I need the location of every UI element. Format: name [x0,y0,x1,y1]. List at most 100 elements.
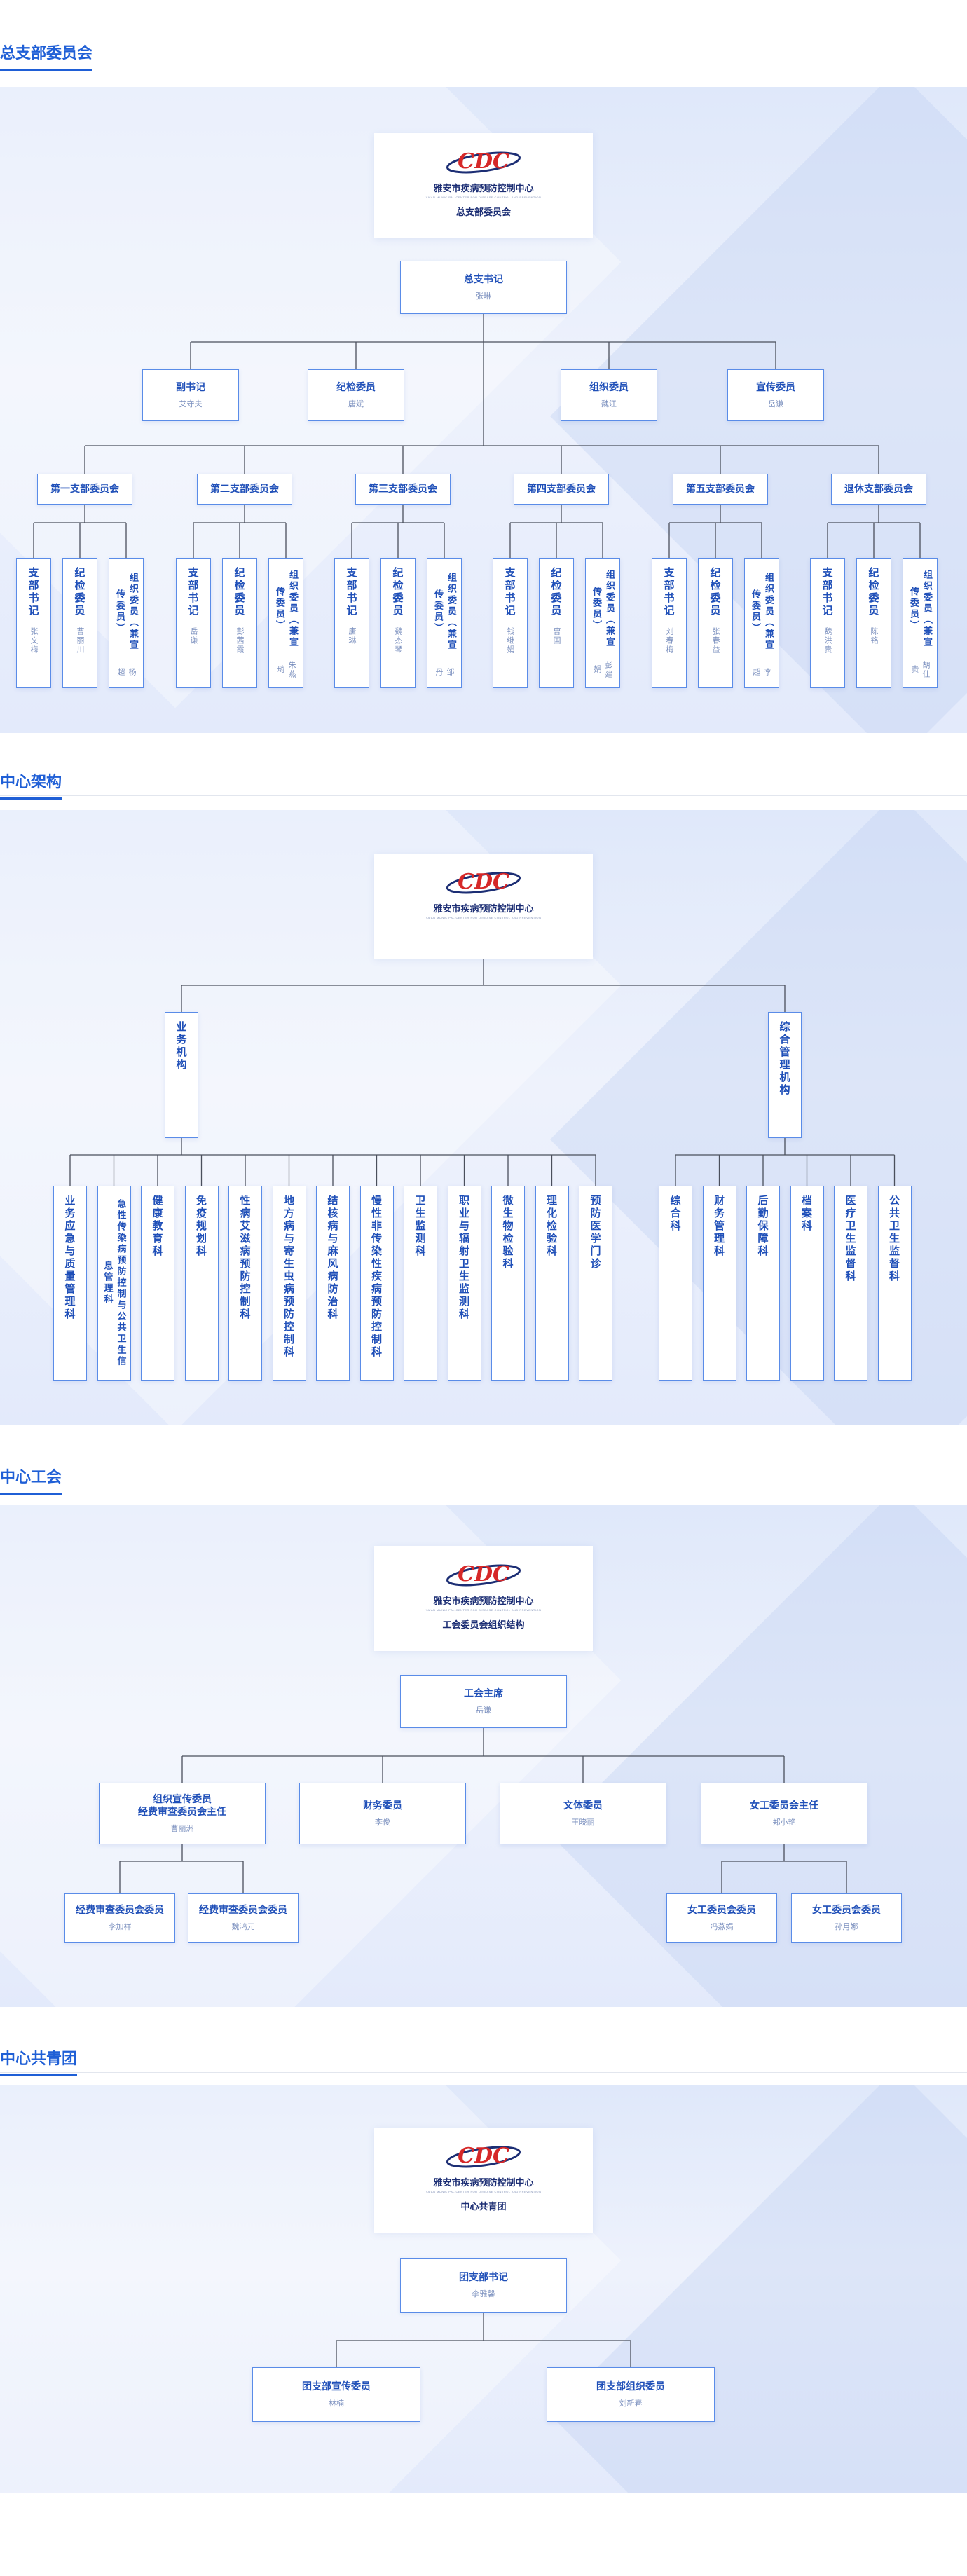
department-group-box[interactable]: 业务机构 [165,1012,198,1138]
person-name: 岳谦 [768,400,783,409]
org-name: 雅安市疾病预防控制中心 [433,184,534,194]
position-title: 组织委员 [589,381,629,393]
department-box[interactable]: 综合科 [659,1186,692,1381]
committee-member-box[interactable]: 团支部宣传委员林楠 [252,2367,420,2422]
department-box[interactable]: 职业与辐射卫生监测科 [447,1186,481,1381]
position-title: 文体委员 [563,1800,603,1811]
department-box[interactable]: 健康教育科 [141,1186,174,1381]
branch-committee-box[interactable]: 退休支部委员会 [831,474,926,505]
position-title: 支部书记 [503,567,516,617]
branch-committee-box[interactable]: 第五支部委员会 [673,474,768,505]
section-title: 中心工会 [0,1465,62,1495]
committee-member-box[interactable]: 组织委员魏江 [561,369,657,421]
branch-member-box[interactable]: 支部书记钱继娟 [493,558,528,688]
department-box[interactable]: 微生物检验科 [491,1186,525,1381]
position-title: 支部书记 [186,567,200,617]
person-name: 刘新春 [619,2399,643,2409]
branch-member-box[interactable]: 纪检委员魏杰琴 [380,558,416,688]
sub-committee-box[interactable]: 经费审查委员会委员李加祥 [64,1893,175,1943]
org-name-en: YA'AN MUNICIPAL CENTER FOR DISEASE CONTR… [425,916,542,919]
position-title: 组织宣传委员 [153,1793,212,1805]
root-position-box[interactable]: 总支书记张琳 [400,261,567,314]
branch-member-box[interactable]: 支部书记张文梅 [16,558,51,688]
position-title: 经费审查委员会委员 [76,1904,164,1916]
person-name: 张春益 [711,627,720,655]
cdc-logo-icon: CDC [446,2144,521,2168]
branch-member-box[interactable]: 支部书记唐琳 [334,558,369,688]
person-name: 王晓丽 [571,1818,595,1828]
committee-member-box[interactable]: 女工委员会主任郑小艳 [701,1783,867,1844]
committee-member-box[interactable]: 组织宣传委员经费审查委员会主任曹丽洲 [99,1783,266,1844]
position-title: 经费审查委员会主任 [138,1807,226,1818]
position-title: 财务管理科 [713,1195,725,1258]
org-name-en: YA'AN MUNICIPAL CENTER FOR DISEASE CONTR… [425,2190,542,2193]
section-header: 中心工会 [0,1460,967,1495]
branch-member-box[interactable]: 组织委员（兼宣传委员）邹丹 [427,558,462,688]
position-title: 第三支部委员会 [369,483,437,495]
branch-member-box[interactable]: 组织委员（兼宣传委员）李超 [744,558,779,688]
committee-member-box[interactable]: 副书记艾守夫 [142,369,239,421]
department-box[interactable]: 业务应急与质量管理科 [53,1186,87,1381]
department-box[interactable]: 理化检验科 [535,1186,569,1381]
position-title: 第一支部委员会 [50,483,119,495]
branch-member-box[interactable]: 支部书记岳谦 [176,558,211,688]
svg-text:CDC: CDC [458,2144,509,2168]
committee-member-box[interactable]: 团支部组织委员刘新春 [547,2367,715,2422]
connector-lines [119,1728,847,1893]
sub-committee-box[interactable]: 经费审查委员会委员魏鸿元 [188,1893,299,1943]
committee-member-box[interactable]: 财务委员李俊 [299,1783,466,1844]
department-box[interactable]: 财务管理科 [702,1186,736,1381]
person-name: 魏洪贵 [823,627,832,655]
position-title: 第二支部委员会 [210,483,279,495]
position-title: 业务应急与质量管理科 [63,1195,76,1321]
branch-committee-box[interactable]: 第三支部委员会 [355,474,451,505]
branch-member-box[interactable]: 组织委员（兼宣传委员）彭建娟 [585,558,620,688]
department-box[interactable]: 公共卫生监督科 [877,1186,912,1381]
position-title: 经费审查委员会委员 [199,1904,287,1916]
department-box[interactable]: 后勤保障科 [746,1186,780,1381]
branch-member-box[interactable]: 纪检委员张春益 [698,558,733,688]
committee-member-box[interactable]: 文体委员王晓丽 [500,1783,666,1844]
department-box[interactable]: 性病艾滋病预防控制科 [228,1186,262,1381]
department-box[interactable]: 档案科 [790,1186,824,1381]
position-title: 纪检委员 [549,567,563,617]
department-box[interactable]: 慢性非传染性疾病预防控制科 [359,1186,394,1381]
person-name: 彭建娟 [593,660,613,679]
branch-member-box[interactable]: 纪检委员曹丽川 [62,558,97,688]
section-header: 中心共青团 [0,2042,967,2076]
branch-committee-box[interactable]: 第四支部委员会 [514,474,609,505]
branch-member-box[interactable]: 组织委员（兼宣传委员）胡仕贵 [903,558,938,688]
department-box[interactable]: 免疫规划科 [184,1186,219,1381]
branch-member-box[interactable]: 组织委员（兼宣传委员）朱燕琦 [268,558,303,688]
branch-member-box[interactable]: 纪检委员彭茜霞 [222,558,257,688]
branch-committee-box[interactable]: 第一支部委员会 [37,474,132,505]
sub-committee-box[interactable]: 女工委员会委员冯燕娟 [666,1893,777,1943]
branch-committee-box[interactable]: 第二支部委员会 [197,474,292,505]
position-title: 支部书记 [27,567,40,617]
person-name: 唐斌 [348,400,364,409]
committee-member-box[interactable]: 宣传委员岳谦 [727,369,824,421]
branch-member-box[interactable]: 组织委员（兼宣传委员）杨超 [109,558,144,688]
department-box[interactable]: 卫生监测科 [404,1186,437,1381]
department-box[interactable]: 结核病与麻风病防治科 [316,1186,350,1381]
department-box[interactable]: 医疗卫生监督科 [834,1186,867,1381]
department-group-box[interactable]: 综合管理机构 [768,1012,802,1138]
committee-member-box[interactable]: 纪检委员唐斌 [308,369,404,421]
branch-member-box[interactable]: 纪检委员曹国 [539,558,574,688]
root-position-box[interactable]: 团支部书记李雅馨 [400,2258,567,2313]
position-title: 团支部宣传委员 [302,2380,371,2392]
branch-member-box[interactable]: 支部书记魏洪贵 [810,558,845,688]
root-position-box[interactable]: 工会主席岳谦 [400,1675,567,1728]
department-box[interactable]: 地方病与寄生虫病预防控制科 [272,1186,306,1381]
sub-committee-box[interactable]: 女工委员会委员孙月娜 [791,1893,902,1943]
department-box[interactable]: 急性传染病预防控制与公共卫生信息管理科 [97,1186,131,1381]
department-box[interactable]: 预防医学门诊 [579,1186,612,1381]
branch-member-box[interactable]: 纪检委员陈铭 [856,558,891,688]
branch-member-box[interactable]: 支部书记刘春梅 [652,558,687,688]
person-name: 钱继娟 [506,627,515,655]
